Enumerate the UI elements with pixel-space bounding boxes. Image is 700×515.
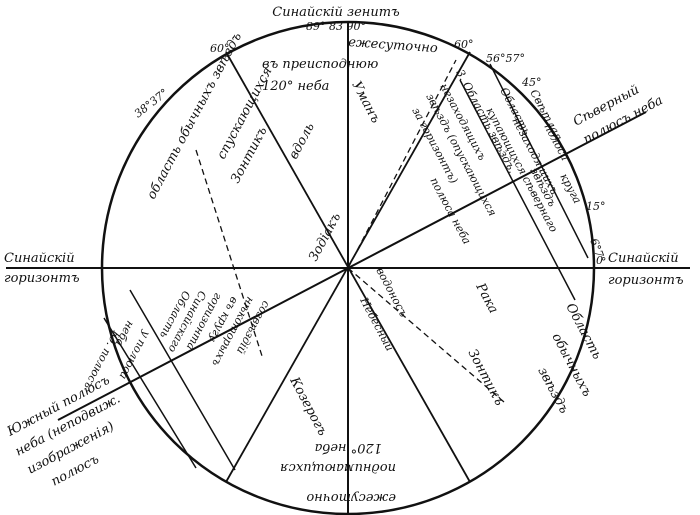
upper-parallel-line [489,63,589,259]
lower-parallel-line-2 [129,289,236,471]
horizon-left-label-1: Синайскій [4,251,75,266]
dashed-line-upper [347,59,457,269]
daily-label-2: въ преисподнюю [262,57,378,72]
deg-60-left-label: 60° [210,42,230,55]
zenith-degrees-label: 89° 83 90° [306,20,366,33]
lower-center-label-2: водоносъ [373,265,410,319]
horizon-left-label-2: горизонтъ [4,271,80,286]
dashed-line-left [195,149,263,357]
upright-label-1: Уманъ [348,79,383,126]
horizon-right-label-1: Синайскій [608,251,679,266]
lower-right-label-4: звѣздъ [534,365,571,417]
deg-56-57-label: 56°57° [486,52,525,65]
polar-axis-line [57,111,647,421]
deg-45-label: 45° [521,76,542,89]
deg-60-right-label: 60° [454,38,474,51]
left-center-label: Зодіакъ [306,210,344,264]
daily-label-3: 120° неба [262,79,329,94]
sector-upper-right-label-6: полюса неба [427,175,473,246]
daily-label-1: ежесуточно [348,35,439,56]
dashed-line-lower [347,267,505,403]
lower-right-label-1: Рака [472,280,501,316]
bottom-label-3: 120° неба [315,440,382,455]
zenith-label: Синайскій зенитъ [272,5,400,20]
upper-parallel-line-2 [459,79,576,301]
bottom-label-1: ежесуточно [306,490,396,505]
deg-0-label: 0 [596,254,603,267]
ribbon-label-2: полоса [541,121,571,162]
lower-right-label-5: Зонтикъ [464,347,506,409]
bottom-label-2: поднимающихся [280,460,396,475]
upright-label-2: вдоль [286,120,318,161]
lower-left-label-7: Козерогъ [286,374,330,439]
lower-parallel-line [103,317,197,469]
deg-15-label: 15° [586,200,606,213]
horizon-right-label-2: горизонтъ [608,273,684,288]
